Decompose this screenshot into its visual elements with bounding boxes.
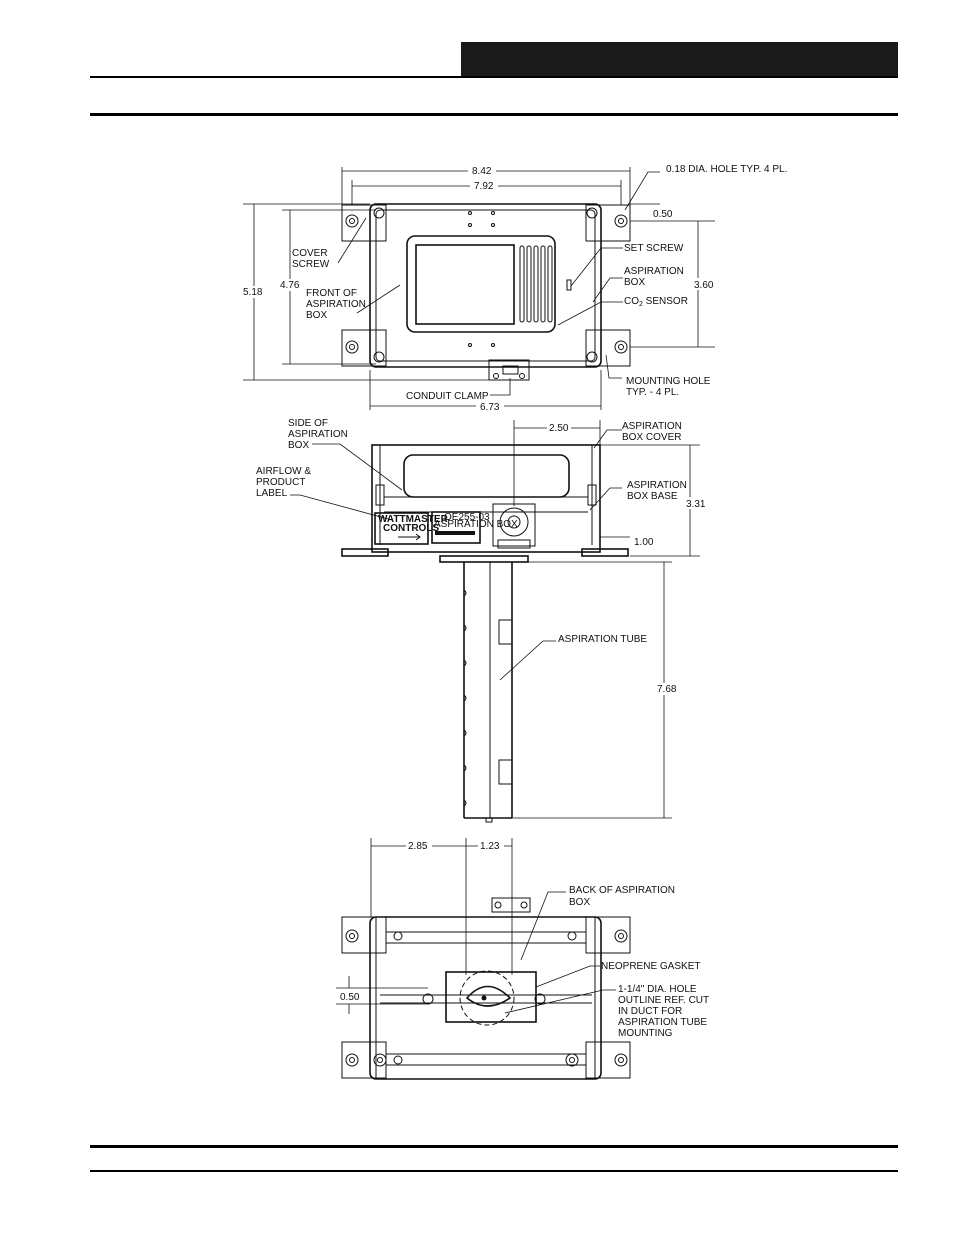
label-mount-1: MOUNTING HOLE [626,376,711,387]
dim-4-76: 4.76 [280,280,300,291]
set-screw [566,279,572,291]
dim-8-42: 8.42 [472,166,492,177]
base-flange-right [581,548,629,557]
dim-0-50-back: 0.50 [340,992,360,1003]
label-mount-2: TYP. - 4 PL. [626,387,679,398]
label-hole-2: OUTLINE REF. CUT [618,995,709,1006]
dim-6-73: 6.73 [480,402,500,413]
label-airflow-3: LABEL [256,488,288,499]
label-co2-sensor: CO2 SENSOR [624,296,688,308]
flange-top-right [585,204,631,242]
label-brand-1: WATTMASTER [378,514,449,525]
cover-screw [373,207,385,219]
dim-0-50: 0.50 [653,209,673,220]
label-conduit-clamp: CONDUIT CLAMP [406,391,489,402]
flange-bottom-right [585,329,631,367]
cover-screw [373,351,385,363]
back-flange-top-right [585,916,631,954]
label-front-2: ASPIRATION [306,299,366,310]
label-aspiration-tube: ASPIRATION TUBE [558,634,647,645]
label-set-screw: SET SCREW [624,243,684,254]
label-hole-4: ASPIRATION TUBE [618,1017,707,1028]
label-name: ASPIRATION BOX [434,519,518,530]
back-flange-bottom-left [341,1041,387,1079]
model-label [431,511,481,544]
aspiration-tube [463,562,513,823]
dim-7-68: 7.68 [657,684,677,695]
front-view: 8.42 7.92 5.18 4.76 0.50 3.60 6.73 [241,164,787,413]
label-hole-1: 1-1/4" DIA. HOLE [618,984,697,995]
sensor-window [406,235,556,333]
label-side-2: ASPIRATION [288,429,348,440]
dim-3-60: 3.60 [694,280,714,291]
box-body [369,203,602,368]
label-screw: SCREW [292,259,330,270]
label-airflow-2: PRODUCT [256,477,305,488]
label-side-1: SIDE OF [288,418,328,429]
label-asp-box-2: BOX [624,277,645,288]
label-front-1: FRONT OF [306,288,357,299]
dim-2-50: 2.50 [549,423,569,434]
dim-7-92: 7.92 [474,181,494,192]
back-box-body [369,916,602,1080]
dim-1-00: 1.00 [634,537,654,548]
tube-plate [439,555,529,563]
conduit-clamp [488,359,530,381]
mounting-hole [345,340,359,354]
label-brand-2: CONTROLS [383,523,439,534]
label-front-3: BOX [306,310,327,321]
dim-1-23: 1.23 [480,841,500,852]
base-flange-left [341,548,389,557]
duct-cut-outline [459,970,515,1026]
dim-5-18: 5.18 [243,287,263,298]
dim-2-85: 2.85 [408,841,428,852]
label-hole-3: IN DUCT FOR [618,1006,682,1017]
footer-divider [90,1145,898,1148]
label-back-1: BACK OF ASPIRATION [569,885,675,896]
label-hole-dia: 0.18 DIA. HOLE TYP. 4 PL. [666,164,787,175]
vent-slots [519,245,553,323]
aspiration-box-cover [371,444,601,553]
flange-bottom-left [341,329,387,367]
neoprene-gasket [445,971,537,1023]
mounting-hole [345,214,359,228]
footer-rule [90,1170,898,1172]
label-model: OE255-03 [444,512,490,523]
back-view: 2.85 1.23 0.50 BACK OF ASPIRATION BOX NE… [336,838,709,1080]
display [415,244,515,325]
label-cover-2: BOX COVER [622,432,681,443]
mounting-hole [614,340,628,354]
dim-3-31: 3.31 [686,499,706,510]
flange-top-left [341,204,387,242]
label-side-3: BOX [288,440,309,451]
product-label [374,512,429,545]
label-base-1: ASPIRATION [627,480,687,491]
cover-screw [586,351,598,363]
header-band [461,42,898,78]
back-conduit-clamp [491,897,531,913]
header-divider [90,113,898,116]
label-gasket: NEOPRENE GASKET [601,961,700,972]
mounting-hole [614,214,628,228]
label-base-2: BOX BASE [627,491,678,502]
label-airflow-1: AIRFLOW & [256,466,311,477]
label-cover: COVER [292,248,328,259]
side-view: WATTMASTER CONTROLS OE255-03 ASPIRATION … [256,418,710,823]
back-flange-top-left [341,916,387,954]
label-back-2: BOX [569,897,590,908]
sensor-housing [403,454,570,498]
header-rule [90,76,898,78]
back-flange-bottom-right [585,1041,631,1079]
label-cover-1: ASPIRATION [622,421,682,432]
label-hole-5: MOUNTING [618,1028,673,1039]
tube-opening [465,985,512,1007]
cover-screw [586,207,598,219]
label-asp-box-1: ASPIRATION [624,266,684,277]
